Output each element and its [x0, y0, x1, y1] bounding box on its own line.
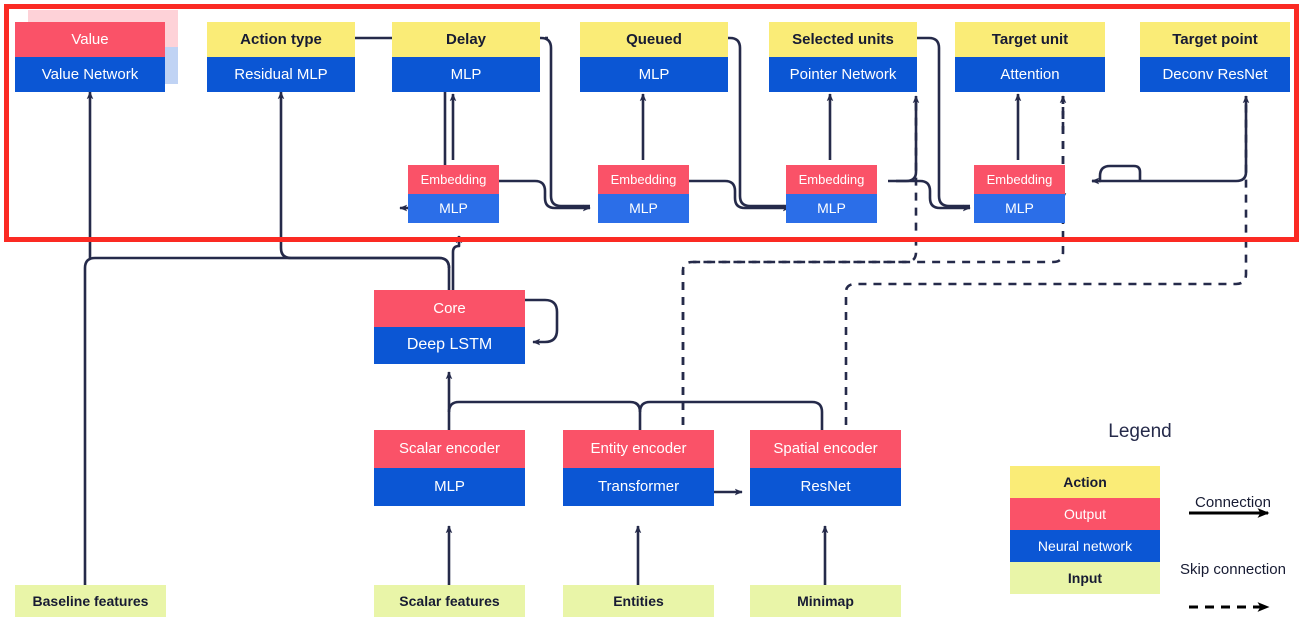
embedding-block-3[interactable]: Embedding MLP	[786, 165, 877, 223]
head-action-label: Queued	[580, 22, 728, 57]
embedding-output-label: Embedding	[598, 165, 689, 194]
head-action-label: Target unit	[955, 22, 1105, 57]
head-block-queued[interactable]: Queued MLP	[580, 22, 728, 92]
core-output-label: Core	[374, 290, 525, 327]
legend-skip-label: Skip connection	[1180, 561, 1286, 578]
head-network-label: Value Network	[15, 57, 165, 92]
encoder-network-label: MLP	[374, 468, 525, 506]
head-action-label: Target point	[1140, 22, 1290, 57]
head-network-label: Attention	[955, 57, 1105, 92]
legend-swatch-input: Input	[1010, 562, 1160, 594]
head-block-value[interactable]: Value Value Network	[15, 22, 165, 92]
core-block[interactable]: Core Deep LSTM	[374, 290, 525, 364]
encoder-block-spatial[interactable]: Spatial encoder ResNet	[750, 430, 901, 506]
encoder-network-label: Transformer	[563, 468, 714, 506]
legend-title: Legend	[1108, 421, 1172, 442]
head-block-delay[interactable]: Delay MLP	[392, 22, 540, 92]
encoder-output-label: Spatial encoder	[750, 430, 901, 468]
head-action-label: Selected units	[769, 22, 917, 57]
input-block-baseline-features[interactable]: Baseline features	[15, 585, 166, 617]
embedding-network-label: MLP	[408, 194, 499, 223]
head-action-label: Value	[15, 22, 165, 57]
input-label: Scalar features	[374, 585, 525, 617]
legend-swatch-output: Output	[1010, 498, 1160, 530]
input-label: Entities	[563, 585, 714, 617]
embedding-output-label: Embedding	[786, 165, 877, 194]
legend-swatch-neural-network: Neural network	[1010, 530, 1160, 562]
encoder-network-label: ResNet	[750, 468, 901, 506]
head-action-label: Delay	[392, 22, 540, 57]
embedding-output-label: Embedding	[974, 165, 1065, 194]
head-network-label: MLP	[580, 57, 728, 92]
input-label: Baseline features	[15, 585, 166, 617]
embedding-block-1[interactable]: Embedding MLP	[408, 165, 499, 223]
embedding-network-label: MLP	[598, 194, 689, 223]
core-network-label: Deep LSTM	[374, 327, 525, 364]
head-block-action-type[interactable]: Action type Residual MLP	[207, 22, 355, 92]
head-network-label: Pointer Network	[769, 57, 917, 92]
embedding-network-label: MLP	[786, 194, 877, 223]
head-action-label: Action type	[207, 22, 355, 57]
embedding-block-4[interactable]: Embedding MLP	[974, 165, 1065, 223]
encoder-output-label: Scalar encoder	[374, 430, 525, 468]
input-block-entities[interactable]: Entities	[563, 585, 714, 617]
input-block-scalar-features[interactable]: Scalar features	[374, 585, 525, 617]
head-network-label: Deconv ResNet	[1140, 57, 1290, 92]
legend-connection-label: Connection	[1195, 494, 1271, 511]
head-block-target-point[interactable]: Target point Deconv ResNet	[1140, 22, 1290, 92]
legend-swatches: Action Output Neural network Input	[1010, 466, 1160, 594]
legend-swatch-action: Action	[1010, 466, 1160, 498]
encoder-block-entity[interactable]: Entity encoder Transformer	[563, 430, 714, 506]
input-block-minimap[interactable]: Minimap	[750, 585, 901, 617]
encoder-block-scalar[interactable]: Scalar encoder MLP	[374, 430, 525, 506]
head-network-label: MLP	[392, 57, 540, 92]
encoder-output-label: Entity encoder	[563, 430, 714, 468]
embedding-output-label: Embedding	[408, 165, 499, 194]
embedding-block-2[interactable]: Embedding MLP	[598, 165, 689, 223]
head-block-selected-units[interactable]: Selected units Pointer Network	[769, 22, 917, 92]
head-block-target-unit[interactable]: Target unit Attention	[955, 22, 1105, 92]
head-network-label: Residual MLP	[207, 57, 355, 92]
input-label: Minimap	[750, 585, 901, 617]
embedding-network-label: MLP	[974, 194, 1065, 223]
